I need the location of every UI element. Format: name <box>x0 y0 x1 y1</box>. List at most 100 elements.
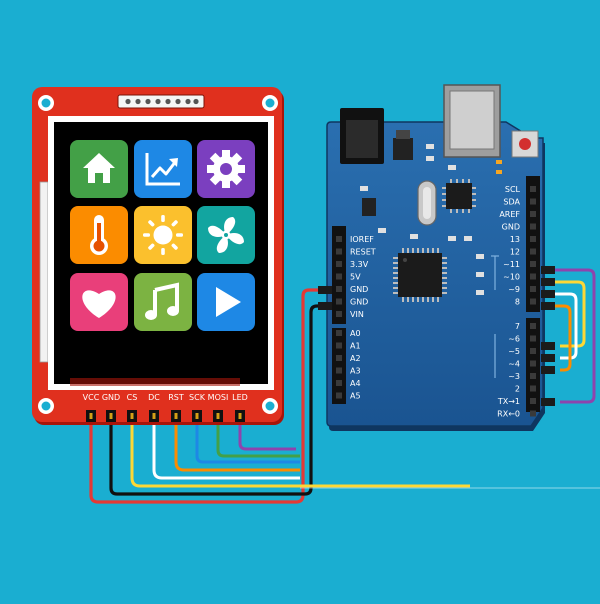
power-label-5: GND <box>350 298 368 307</box>
digital-jumper-connectors <box>541 266 555 406</box>
wire-sck <box>195 425 300 464</box>
app-tile-chart[interactable] <box>134 140 192 198</box>
digital-top-header <box>526 176 540 312</box>
analog-label-a0: A0 <box>350 329 361 338</box>
tft-pin-rst[interactable] <box>171 410 181 422</box>
power-jumper-connectors <box>318 286 332 310</box>
app-tile-favorites[interactable] <box>70 273 128 331</box>
microcontroller-chip <box>393 248 447 302</box>
wire-rst <box>174 425 300 472</box>
usb-port <box>443 84 501 158</box>
tft-pin-label-dc: DC <box>148 393 160 402</box>
heart-icon <box>82 290 116 318</box>
tft-pin-gnd[interactable] <box>106 410 116 422</box>
app-tile-temperature[interactable] <box>70 206 128 264</box>
tft-pin-vcc[interactable] <box>86 410 96 422</box>
power-header <box>332 226 346 324</box>
digital-label-bottom-1: ~6 <box>508 335 520 344</box>
digital-label-bottom-5: 2 <box>515 385 520 394</box>
digital-label-bottom-3: ~4 <box>508 360 520 369</box>
app-tile-fan[interactable] <box>197 206 255 264</box>
wire-cs-end <box>535 280 586 348</box>
tft-pin-label-vcc: VCC <box>83 393 100 402</box>
reset-button <box>511 130 539 158</box>
digital-label-bottom-2: ~5 <box>508 347 520 356</box>
digital-label-top-3: GND <box>502 223 520 232</box>
app-tile-music[interactable] <box>134 273 192 331</box>
tft-mounting-holes <box>38 95 278 414</box>
tft-pin-led[interactable] <box>235 410 245 422</box>
gear-icon <box>207 150 245 188</box>
digital-label-top-0: SCL <box>505 185 521 194</box>
power-label-4: GND <box>350 285 368 294</box>
usb-chip <box>442 179 476 213</box>
tft-pin-label-led: LED <box>232 393 248 402</box>
dc-power-jack <box>340 108 384 164</box>
app-tiles-grid <box>70 140 255 331</box>
digital-label-bottom-7: RX←0 <box>497 410 520 419</box>
wire-vcc <box>89 288 336 504</box>
power-label-3: 5V <box>350 273 361 282</box>
analog-header <box>332 328 346 404</box>
fan-icon <box>208 217 244 253</box>
wire-rst-end <box>535 304 572 372</box>
play-icon <box>216 287 241 317</box>
digital-label-top-4: 13 <box>510 235 520 244</box>
app-tile-settings[interactable] <box>197 140 255 198</box>
thermometer-icon <box>90 215 108 255</box>
tft-pin-dc[interactable] <box>149 410 159 422</box>
tft-pin-label-gnd: GND <box>102 393 120 402</box>
digital-label-top-9: 8 <box>515 298 520 307</box>
tft-pin-label-mosi: MOSI <box>208 393 229 402</box>
crystal-oscillator <box>417 180 437 226</box>
analog-label-a3: A3 <box>350 367 361 376</box>
power-label-1: RESET <box>350 248 376 257</box>
digital-bottom-pin-labels: 7 ~6 ~5 ~4 ~3 2TX→1RX←0 <box>497 322 520 419</box>
wire-gnd <box>109 304 336 496</box>
digital-label-top-5: 12 <box>510 248 520 257</box>
digital-label-top-6: ~11 <box>503 260 520 269</box>
power-label-0: IOREF <box>350 235 374 244</box>
power-pin-labels: IOREF RESET 3.3V 5V GND GND VIN <box>350 235 376 319</box>
tft-top-header <box>117 94 205 109</box>
power-label-2: 3.3V <box>350 260 369 269</box>
wire-mosi <box>216 425 300 458</box>
wire-cs <box>130 425 470 488</box>
digital-label-top-1: SDA <box>503 198 520 207</box>
digital-label-bottom-6: TX→1 <box>497 397 520 406</box>
analog-label-a1: A1 <box>350 342 361 351</box>
home-icon <box>83 153 115 183</box>
tft-pin-sck[interactable] <box>192 410 202 422</box>
digital-label-bottom-4: ~3 <box>508 372 520 381</box>
smd-components <box>360 144 502 295</box>
tft-pin-label-cs: CS <box>127 393 138 402</box>
wire-led-end <box>535 268 596 404</box>
tft-pin-mosi[interactable] <box>213 410 223 422</box>
chart-line-icon <box>145 153 180 186</box>
tft-pin-label-sck: SCK <box>189 393 206 402</box>
wire-dc <box>152 425 300 480</box>
tft-side-connector <box>39 181 49 363</box>
digital-label-top-2: AREF <box>499 210 520 219</box>
digital-bottom-header <box>526 318 540 417</box>
app-tile-weather[interactable] <box>134 206 192 264</box>
wires-group <box>89 268 600 504</box>
sun-icon <box>143 215 183 255</box>
app-tile-play[interactable] <box>197 273 255 331</box>
music-note-icon <box>145 282 179 320</box>
tft-pin-cs[interactable] <box>127 410 137 422</box>
tft-header-pins <box>86 410 245 422</box>
power-label-6: VIN <box>350 310 364 319</box>
wire-dc-end <box>535 292 578 360</box>
app-tile-home[interactable] <box>70 140 128 198</box>
board-markings <box>491 255 499 378</box>
tft-pin-label-rst: RST <box>168 393 184 402</box>
digital-label-bottom-0: 7 <box>515 322 520 331</box>
analog-label-a5: A5 <box>350 392 361 401</box>
